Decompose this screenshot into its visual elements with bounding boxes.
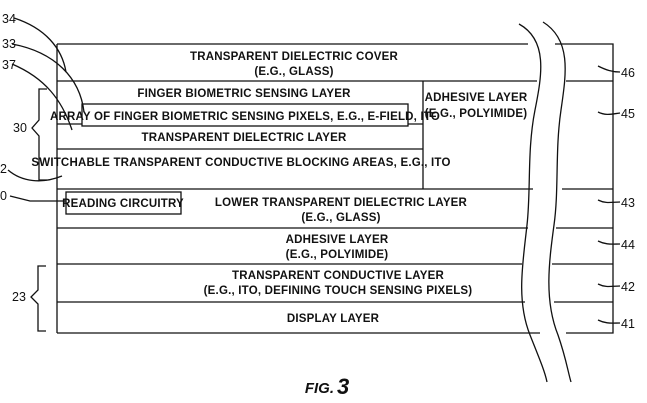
ref-30: 30 [13,121,27,135]
layer-dividers [57,80,613,303]
adhesive-upper-line2: (E.G., POLYIMIDE) [425,108,528,120]
ref-37: 37 [2,58,16,72]
ref-34: 34 [2,12,16,26]
left-leaders [7,17,85,332]
display-label: DISPLAY LAYER [287,313,380,325]
lower-dielectric-line1: LOWER TRANSPARENT DIELECTRIC LAYER [215,197,468,209]
pixel-array-box [81,103,409,127]
figure-prefix: FIG. [305,380,334,397]
ref-46: 46 [621,66,635,80]
cover-label-line1: TRANSPARENT DIELECTRIC COVER [190,51,398,63]
figure-number: 3 [337,374,349,399]
reading-circuitry-box [65,191,182,215]
pixel-array-label: ARRAY OF FINGER BIOMETRIC SENSING PIXELS… [50,111,440,123]
blocking-label: SWITCHABLE TRANSPARENT CONDUCTIVE BLOCKI… [31,157,450,169]
conductive-line2: (E.G., ITO, DEFINING TOUCH SENSING PIXEL… [204,285,473,297]
ref-32: 2 [0,162,7,176]
conductive-line1: TRANSPARENT CONDUCTIVE LAYER [232,270,444,282]
adhesive-lower-line1: ADHESIVE LAYER [286,234,389,246]
ref-42: 42 [621,280,635,294]
dielectric-label: TRANSPARENT DIELECTRIC LAYER [142,132,347,144]
reference-numerals: 34 33 37 30 2 0 23 46 45 43 44 42 41 [0,12,635,331]
break-lines [518,21,572,383]
finger-sensing-label: FINGER BIOMETRIC SENSING LAYER [137,88,351,100]
adhesive-lower-line2: (E.G., POLYIMIDE) [286,249,389,261]
ref-41: 41 [621,317,635,331]
adhesive-upper-line1: ADHESIVE LAYER [425,92,528,104]
lower-dielectric-line2: (E.G., GLASS) [301,212,380,224]
layer-labels: TRANSPARENT DIELECTRIC COVER (E.G., GLAS… [31,51,527,325]
right-leaders [597,65,621,324]
ref-50: 0 [0,189,7,203]
cover-label-line2: (E.G., GLASS) [254,66,333,78]
ref-45: 45 [621,107,635,121]
ref-23: 23 [12,290,26,304]
ref-44: 44 [621,238,635,252]
figure-caption: FIG. 3 [305,374,349,399]
ref-43: 43 [621,196,635,210]
ref-33: 33 [2,37,16,51]
stack-outline [56,43,614,334]
reading-circuitry-label: READING CIRCUITRY [62,198,184,210]
